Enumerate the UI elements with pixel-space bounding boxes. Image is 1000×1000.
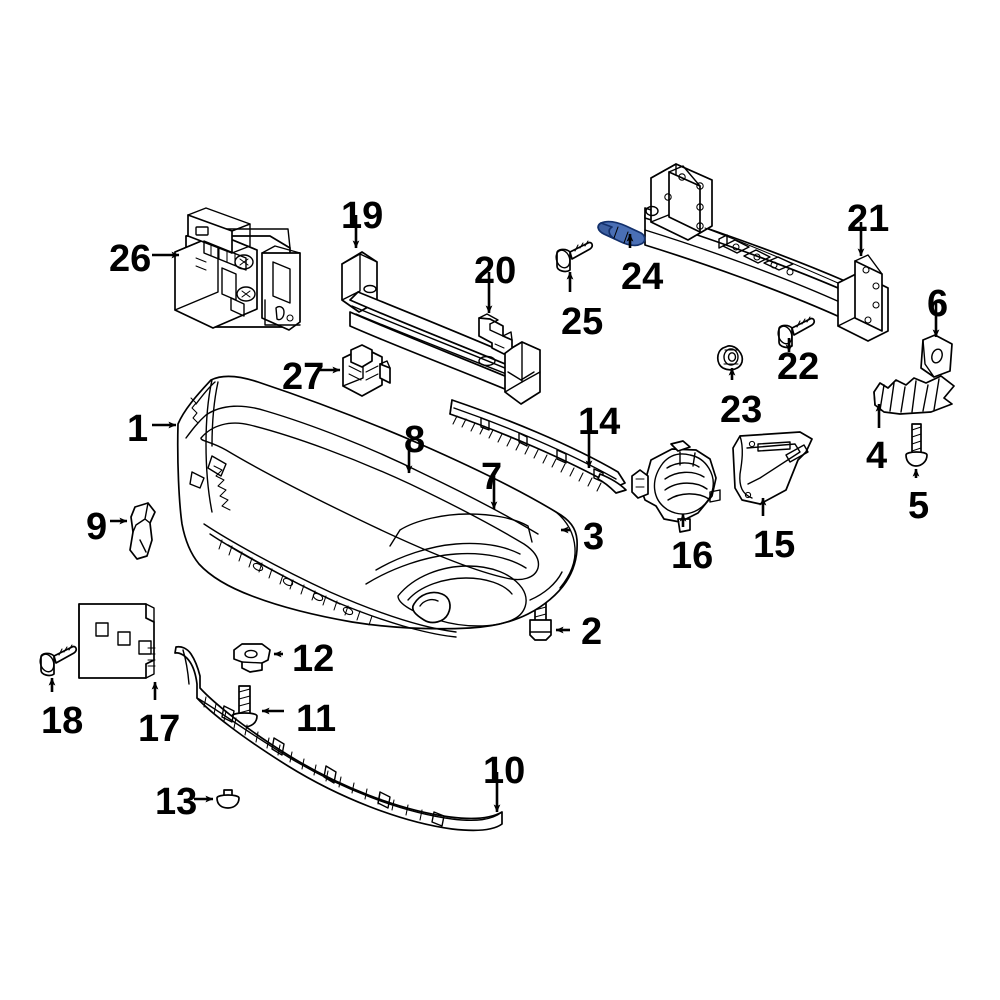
callout-number-16: 16 (671, 535, 714, 577)
callout-number-8: 8 (404, 419, 426, 461)
part-sensor-retainer (342, 344, 391, 397)
callout-number-22: 22 (777, 346, 820, 388)
part-bumper-reinforcement-bar (644, 163, 889, 342)
callout-number-9: 9 (86, 506, 108, 548)
part-tow-hook-cap-rod-highlight (597, 220, 646, 247)
callout-number-12: 12 (292, 638, 335, 680)
part-corner-bracket (129, 502, 156, 560)
callout-number-23: 23 (720, 389, 763, 431)
callout-number-13: 13 (155, 781, 198, 823)
callout-number-3: 3 (583, 516, 605, 558)
callout-number-24: 24 (621, 256, 664, 298)
part-license-plate-screw (39, 644, 78, 677)
callout-number-20: 20 (474, 250, 517, 292)
callout-number-11: 11 (296, 698, 337, 740)
callout-number-21: 21 (847, 198, 890, 240)
callout-number-17: 17 (138, 708, 181, 750)
callout-number-25: 25 (561, 301, 604, 343)
leader-lines (48, 215, 940, 813)
part-air-duct (732, 431, 813, 505)
callout-number-15: 15 (753, 524, 796, 566)
part-reinforcement-nut (716, 345, 744, 371)
part-absorber-clip (478, 313, 513, 355)
part-energy-absorber (341, 251, 541, 405)
part-spring-nut (920, 334, 953, 378)
callout-number-14: 14 (578, 401, 621, 443)
part-bracket-screw (905, 423, 928, 467)
callout-number-26: 26 (109, 238, 152, 280)
part-deflector-clip (233, 643, 271, 673)
callout-number-6: 6 (927, 283, 949, 325)
part-bumper-cover (176, 375, 578, 638)
callout-number-19: 19 (341, 195, 384, 237)
part-side-bracket (873, 375, 955, 415)
part-absorber-bolt (555, 240, 594, 273)
part-fog-light-bezel (631, 440, 721, 533)
callout-number-10: 10 (483, 750, 526, 792)
callout-number-4: 4 (866, 435, 888, 477)
callout-number-7: 7 (481, 456, 503, 498)
part-lower-air-deflector (174, 645, 503, 832)
callout-number-2: 2 (581, 611, 603, 653)
callout-number-27: 27 (282, 356, 325, 398)
part-grille-molding (449, 399, 627, 494)
part-reinforcement-bolt (777, 316, 816, 349)
part-radar-sensor-module (174, 207, 301, 331)
callout-number-5: 5 (908, 485, 930, 527)
callout-number-1: 1 (127, 408, 149, 450)
part-push-pin-retainer (216, 789, 240, 809)
callout-number-18: 18 (41, 700, 84, 742)
part-license-plate-bracket (78, 603, 156, 679)
